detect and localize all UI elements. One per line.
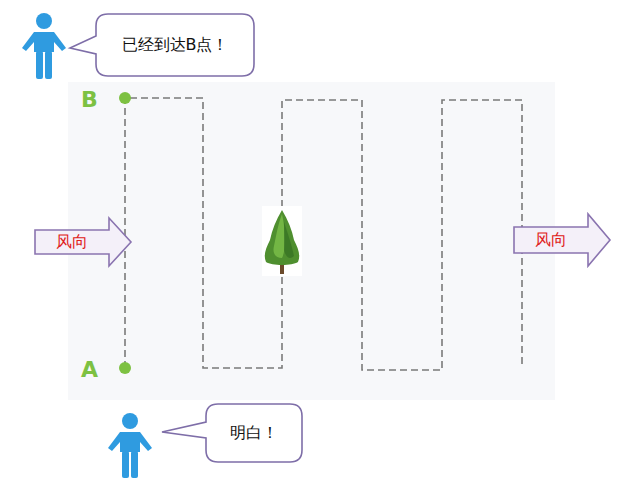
speech-bubble: 已经到达B点！	[96, 14, 254, 76]
speech-text: 已经到达B点！	[122, 35, 229, 54]
speech-bubble: 明白！	[206, 404, 302, 462]
arrow-shape	[514, 214, 610, 266]
bubble-shape	[162, 404, 302, 462]
tree	[262, 206, 302, 276]
point-b-dot	[119, 92, 131, 104]
arrow-shape	[35, 218, 131, 266]
speech-text: 明白！	[230, 423, 278, 442]
wind-arrow: 风向	[35, 218, 131, 266]
wind-label: 风向	[535, 230, 567, 249]
point-label: A	[81, 359, 98, 381]
wind-label: 风向	[56, 232, 88, 251]
point-label: B	[81, 89, 98, 111]
person-top	[22, 13, 66, 79]
point-a-dot	[119, 362, 131, 374]
person-bottom	[108, 413, 152, 478]
wind-arrow: 风向	[514, 214, 610, 266]
bubble-shape	[70, 14, 254, 76]
field-panel	[68, 82, 555, 400]
walking-path	[125, 98, 522, 370]
